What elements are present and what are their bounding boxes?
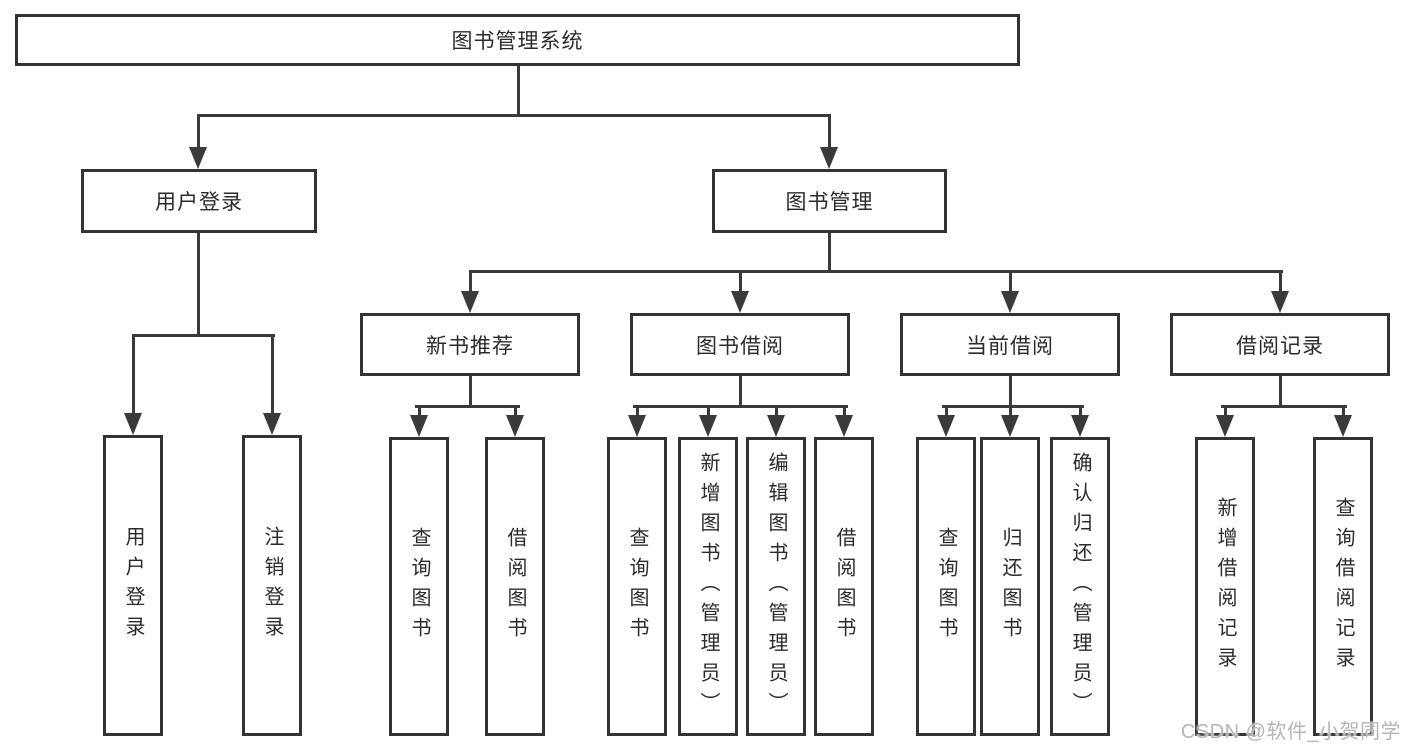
connector-line [418, 405, 421, 418]
node-label: 图书管理系统 [451, 30, 584, 53]
leaf-recommend-query-books: 查询图书 [389, 437, 449, 736]
arrow-down-icon [820, 147, 838, 169]
node-book-management: 图书管理 [712, 169, 947, 233]
arrow-down-icon [1216, 415, 1234, 437]
leaf-label: 归还图书 [999, 526, 1021, 647]
arrow-down-icon [731, 291, 749, 313]
arrow-down-icon [1001, 415, 1019, 437]
node-new-book-recommendation: 新书推荐 [360, 313, 580, 376]
arrow-down-icon [461, 291, 479, 313]
connector-line [469, 270, 472, 295]
leaf-logout: 注销登录 [242, 435, 302, 736]
leaf-label: 借阅图书 [833, 526, 855, 647]
connector-line [1009, 270, 1012, 295]
connector-line [1279, 376, 1282, 408]
connector-line [1342, 405, 1345, 418]
connector-line [775, 405, 778, 418]
leaf-label: 查询图书 [408, 526, 430, 647]
arrow-down-icon [937, 415, 955, 437]
leaf-edit-book-admin: 编辑图书（管理员） [746, 437, 806, 736]
arrow-down-icon [189, 147, 207, 169]
connector-line [828, 114, 831, 150]
connector-line [636, 405, 639, 418]
node-label: 借阅记录 [1236, 334, 1324, 358]
leaf-confirm-return-admin: 确认归还（管理员） [1050, 437, 1110, 736]
arrow-down-icon [506, 415, 524, 437]
connector-line [942, 405, 1084, 408]
connector-line [828, 233, 831, 273]
arrow-down-icon [767, 415, 785, 437]
arrow-down-icon [1071, 415, 1089, 437]
connector-line [197, 233, 200, 337]
connector-line [469, 270, 1283, 273]
connector-line [1279, 270, 1282, 295]
node-borrowing-records: 借阅记录 [1170, 313, 1390, 376]
arrow-down-icon [1271, 291, 1289, 313]
connector-line [707, 405, 710, 418]
arrow-down-icon [124, 413, 142, 435]
connector-line [739, 376, 742, 408]
connector-line [132, 334, 275, 337]
leaf-borrowing-query-books: 查询图书 [607, 437, 667, 736]
leaf-label: 借阅图书 [504, 526, 526, 647]
arrow-down-icon [263, 413, 281, 435]
leaf-user-login: 用户登录 [103, 435, 163, 736]
connector-line [197, 114, 200, 150]
connector-line [1221, 405, 1347, 408]
connector-line [739, 270, 742, 295]
connector-line [1079, 405, 1082, 418]
connector-line [633, 405, 848, 408]
leaf-borrowing-borrow-books: 借阅图书 [814, 437, 874, 736]
leaf-add-book-admin: 新增图书（管理员） [678, 437, 738, 736]
connector-line [843, 405, 846, 418]
node-label: 图书管理 [785, 191, 874, 214]
node-current-borrowing: 当前借阅 [900, 313, 1120, 376]
node-label: 图书借阅 [696, 334, 784, 358]
connector-line [1224, 405, 1227, 418]
leaf-query-borrow-record: 查询借阅记录 [1313, 437, 1373, 736]
leaf-label: 编辑图书（管理员） [765, 451, 787, 722]
connector-line [945, 405, 948, 418]
node-book-borrowing: 图书借阅 [630, 313, 850, 376]
connector-line [514, 405, 517, 418]
node-label: 用户登录 [155, 191, 243, 214]
arrow-down-icon [699, 415, 717, 437]
leaf-recommend-borrow-books: 借阅图书 [485, 437, 545, 736]
leaf-label: 查询图书 [626, 526, 648, 647]
connector-line [1009, 405, 1012, 418]
node-label: 当前借阅 [966, 334, 1054, 358]
connector-line [1009, 376, 1012, 408]
connector-line [415, 405, 520, 408]
node-label: 新书推荐 [426, 334, 514, 358]
leaf-label: 查询图书 [935, 526, 957, 647]
connector-line [271, 334, 274, 416]
connector-line [132, 334, 135, 416]
node-library-management-system: 图书管理系统 [15, 14, 1020, 66]
arrow-down-icon [835, 415, 853, 437]
leaf-return-books: 归还图书 [980, 437, 1040, 736]
watermark: CSDN @软件_小贺同学 [1180, 721, 1401, 743]
leaf-label: 查询借阅记录 [1332, 496, 1354, 677]
arrow-down-icon [628, 415, 646, 437]
arrow-down-icon [410, 415, 428, 437]
connector-line [197, 114, 831, 117]
arrow-down-icon [1001, 291, 1019, 313]
leaf-label: 确认归还（管理员） [1069, 451, 1091, 722]
arrow-down-icon [1334, 415, 1352, 437]
connector-line [517, 66, 520, 117]
leaf-label: 用户登录 [122, 525, 144, 646]
leaf-add-borrow-record: 新增借阅记录 [1195, 437, 1255, 736]
leaf-label: 新增图书（管理员） [697, 451, 719, 722]
leaf-current-query-books: 查询图书 [916, 437, 976, 736]
leaf-label: 注销登录 [261, 525, 283, 646]
leaf-label: 新增借阅记录 [1214, 496, 1236, 677]
connector-line [469, 376, 472, 408]
node-user-login: 用户登录 [81, 169, 317, 233]
